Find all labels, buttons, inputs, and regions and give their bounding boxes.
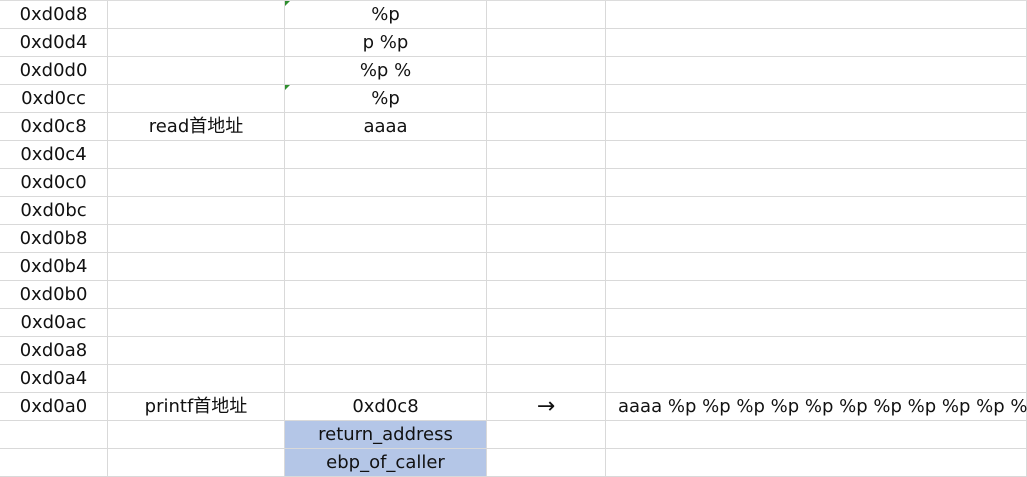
address-cell-0xd0c8[interactable]: 0xd0c8 <box>0 113 108 141</box>
arrow-cell-empty[interactable] <box>487 253 606 281</box>
printf-base-label[interactable]: printf首地址 <box>108 393 285 421</box>
address-cell-0xd0a0[interactable]: 0xd0a0 <box>0 393 108 421</box>
output-cell-empty[interactable] <box>606 197 1027 225</box>
address-cell-0xd0a4[interactable]: 0xd0a4 <box>0 365 108 393</box>
stack-value-empty[interactable] <box>285 281 487 309</box>
output-cell-empty[interactable] <box>606 225 1027 253</box>
stack-value-empty[interactable] <box>285 141 487 169</box>
address-cell-0xd0d4[interactable]: 0xd0d4 <box>0 29 108 57</box>
arrow-cell-empty[interactable] <box>487 29 606 57</box>
stack-value-empty[interactable] <box>285 253 487 281</box>
label-cell-empty[interactable] <box>108 141 285 169</box>
address-cell-0xd0c4[interactable]: 0xd0c4 <box>0 141 108 169</box>
stack-value-0xd0d4[interactable]: p %p <box>285 29 487 57</box>
read-base-label[interactable]: read首地址 <box>108 113 285 141</box>
label-cell-empty[interactable] <box>108 421 285 449</box>
label-cell-empty[interactable] <box>108 85 285 113</box>
address-cell-empty[interactable] <box>0 421 108 449</box>
output-cell-empty[interactable] <box>606 113 1027 141</box>
stack-value-empty[interactable] <box>285 197 487 225</box>
label-cell-empty[interactable] <box>108 309 285 337</box>
stack-value-empty[interactable] <box>285 365 487 393</box>
output-cell-empty[interactable] <box>606 337 1027 365</box>
stack-value-empty[interactable] <box>285 337 487 365</box>
output-cell-empty[interactable] <box>606 365 1027 393</box>
address-cell-0xd0a8[interactable]: 0xd0a8 <box>0 337 108 365</box>
label-cell-empty[interactable] <box>108 281 285 309</box>
label-cell-empty[interactable] <box>108 1 285 29</box>
arrow-cell-empty[interactable] <box>487 337 606 365</box>
printf-output-cell[interactable]: aaaa %p %p %p %p %p %p %p %p %p %p %p %p <box>606 393 1027 421</box>
arrow-cell-empty[interactable] <box>487 1 606 29</box>
address-cell-0xd0cc[interactable]: 0xd0cc <box>0 85 108 113</box>
address-cell-0xd0c0[interactable]: 0xd0c0 <box>0 169 108 197</box>
address-cell-0xd0ac[interactable]: 0xd0ac <box>0 309 108 337</box>
stack-value-empty[interactable] <box>285 309 487 337</box>
stack-value-0xd0d8[interactable]: %p <box>285 1 487 29</box>
arrow-cell-empty[interactable] <box>487 85 606 113</box>
return-address-cell[interactable]: return_address <box>285 421 487 449</box>
address-cell-0xd0bc[interactable]: 0xd0bc <box>0 197 108 225</box>
output-cell-empty[interactable] <box>606 1 1027 29</box>
label-cell-empty[interactable] <box>108 225 285 253</box>
output-cell-empty[interactable] <box>606 141 1027 169</box>
stack-value-empty[interactable] <box>285 169 487 197</box>
arrow-cell-empty[interactable] <box>487 225 606 253</box>
arrow-cell-empty[interactable] <box>487 421 606 449</box>
arrow-cell-empty[interactable] <box>487 449 606 477</box>
arrow-cell-empty[interactable] <box>487 57 606 85</box>
label-cell-empty[interactable] <box>108 253 285 281</box>
label-cell-empty[interactable] <box>108 449 285 477</box>
address-cell-0xd0b4[interactable]: 0xd0b4 <box>0 253 108 281</box>
arrow-cell-empty[interactable] <box>487 169 606 197</box>
output-cell-empty[interactable] <box>606 253 1027 281</box>
arrow-cell-empty[interactable] <box>487 365 606 393</box>
output-cell-empty[interactable] <box>606 421 1027 449</box>
label-cell-empty[interactable] <box>108 169 285 197</box>
label-cell-empty[interactable] <box>108 197 285 225</box>
arrow-cell-empty[interactable] <box>487 141 606 169</box>
address-cell-0xd0b0[interactable]: 0xd0b0 <box>0 281 108 309</box>
address-cell-empty[interactable] <box>0 449 108 477</box>
address-cell-0xd0d8[interactable]: 0xd0d8 <box>0 1 108 29</box>
label-cell-empty[interactable] <box>108 29 285 57</box>
arrow-cell-empty[interactable] <box>487 309 606 337</box>
output-cell-empty[interactable] <box>606 29 1027 57</box>
address-cell-0xd0b8[interactable]: 0xd0b8 <box>0 225 108 253</box>
label-cell-empty[interactable] <box>108 57 285 85</box>
label-cell-empty[interactable] <box>108 365 285 393</box>
output-cell-empty[interactable] <box>606 449 1027 477</box>
stack-value-0xd0d0[interactable]: %p % <box>285 57 487 85</box>
arrow-cell-empty[interactable] <box>487 197 606 225</box>
output-cell-empty[interactable] <box>606 169 1027 197</box>
arrow-cell-empty[interactable] <box>487 113 606 141</box>
right-arrow-icon: → <box>487 393 606 421</box>
ebp-of-caller-cell[interactable]: ebp_of_caller <box>285 449 487 477</box>
label-cell-empty[interactable] <box>108 337 285 365</box>
stack-value-empty[interactable] <box>285 225 487 253</box>
output-cell-empty[interactable] <box>606 85 1027 113</box>
output-cell-empty[interactable] <box>606 281 1027 309</box>
stack-value-0xd0cc[interactable]: %p <box>285 85 487 113</box>
arrow-cell-empty[interactable] <box>487 281 606 309</box>
address-cell-0xd0d0[interactable]: 0xd0d0 <box>0 57 108 85</box>
output-cell-empty[interactable] <box>606 309 1027 337</box>
stack-value-0xd0c8[interactable]: aaaa <box>285 113 487 141</box>
stack-value-0xd0a0[interactable]: 0xd0c8 <box>285 393 487 421</box>
output-cell-empty[interactable] <box>606 57 1027 85</box>
